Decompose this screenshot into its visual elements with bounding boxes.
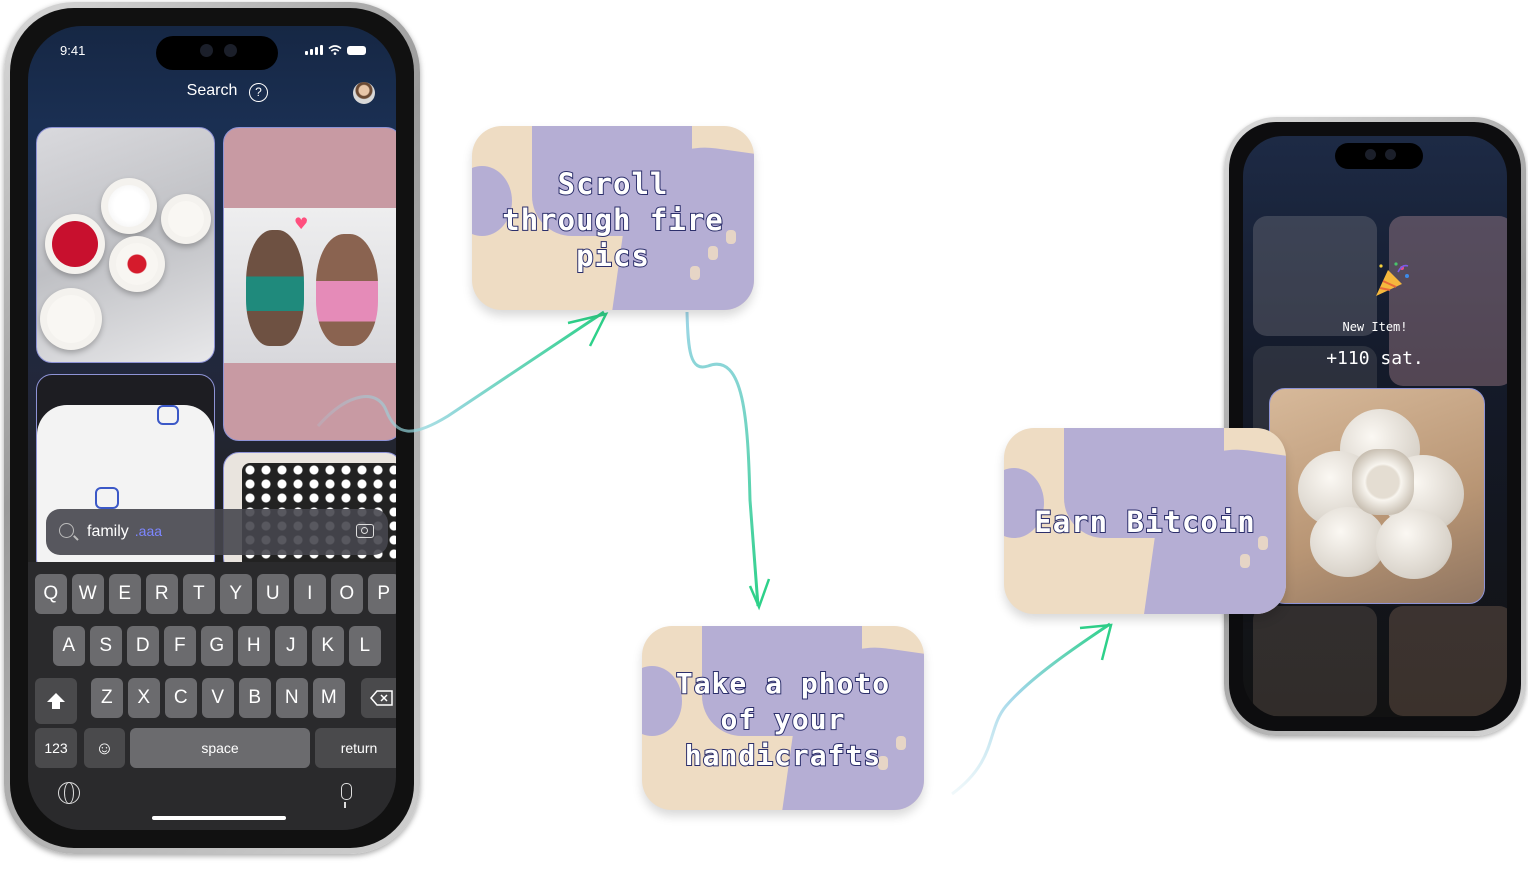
- key-j[interactable]: J: [275, 626, 307, 666]
- globe-icon[interactable]: [58, 782, 80, 804]
- key-z[interactable]: Z: [91, 678, 123, 718]
- return-key[interactable]: return: [315, 728, 396, 768]
- key-n[interactable]: N: [276, 678, 308, 718]
- key-t[interactable]: T: [183, 574, 215, 614]
- key-h[interactable]: H: [238, 626, 270, 666]
- phone-bezel: 9:41 Search ?: [10, 8, 414, 848]
- card-scroll-pics: Scroll through fire pics: [472, 126, 754, 310]
- party-popper-icon: [1376, 262, 1409, 296]
- key-g[interactable]: G: [201, 626, 233, 666]
- search-query: family: [87, 523, 129, 540]
- arrow-scroll-to-photo: [316, 310, 609, 433]
- photo-tile-bears[interactable]: ♥: [223, 127, 396, 441]
- status-time: 9:41: [60, 43, 86, 58]
- arrow-photo-to-earn: [685, 311, 771, 611]
- microphone-icon[interactable]: [341, 783, 352, 808]
- battery-icon: [347, 46, 366, 55]
- key-v[interactable]: V: [202, 678, 234, 718]
- key-u[interactable]: U: [257, 574, 289, 614]
- wifi-icon: [328, 45, 342, 55]
- reward-amount: +110 sat.: [1326, 348, 1424, 369]
- card-take-photo-label: Take a photo of your handicrafts: [675, 666, 891, 773]
- dynamic-island: [1335, 143, 1423, 169]
- key-o[interactable]: O: [331, 574, 363, 614]
- key-e[interactable]: E: [109, 574, 141, 614]
- phone-search-screen: 9:41 Search ?: [4, 2, 420, 854]
- backspace-icon: [370, 690, 393, 706]
- signal-icon: [305, 45, 323, 55]
- key-k[interactable]: K: [312, 626, 344, 666]
- arrow-take-photo-to-earn: [951, 622, 1113, 796]
- search-suffix: .aaa: [134, 523, 163, 539]
- key-m[interactable]: M: [313, 678, 345, 718]
- emoji-icon: ☺: [95, 737, 114, 758]
- key-r[interactable]: R: [146, 574, 178, 614]
- help-icon[interactable]: ?: [249, 83, 268, 102]
- key-d[interactable]: D: [127, 626, 159, 666]
- numbers-key[interactable]: 123: [35, 728, 77, 768]
- shift-key[interactable]: [35, 678, 77, 724]
- emoji-key[interactable]: ☺: [84, 728, 125, 768]
- key-b[interactable]: B: [239, 678, 271, 718]
- key-y[interactable]: Y: [220, 574, 252, 614]
- delete-key[interactable]: [361, 678, 396, 718]
- search-input[interactable]: family .aaa: [87, 523, 162, 541]
- shift-icon: [47, 693, 65, 709]
- key-l[interactable]: L: [349, 626, 381, 666]
- search-icon: [59, 523, 74, 538]
- key-a[interactable]: A: [53, 626, 85, 666]
- card-scroll-label: Scroll through fire pics: [501, 166, 724, 274]
- phone-screen: 9:41 Search ?: [28, 26, 396, 830]
- card-take-photo: Take a photo of your handicrafts: [642, 626, 924, 810]
- reward-title: New Item!: [1342, 320, 1408, 334]
- key-p[interactable]: P: [368, 574, 396, 614]
- key-x[interactable]: X: [128, 678, 160, 718]
- space-key[interactable]: space: [130, 728, 310, 768]
- search-bar[interactable]: family .aaa: [46, 509, 388, 555]
- new-item-photo: [1269, 388, 1485, 604]
- card-earn-label: Earn Bitcoin: [1033, 504, 1256, 540]
- key-c[interactable]: C: [165, 678, 197, 718]
- dynamic-island: [156, 36, 278, 70]
- key-i[interactable]: I: [294, 574, 326, 614]
- key-q[interactable]: Q: [35, 574, 67, 614]
- card-earn-bitcoin: Earn Bitcoin: [1004, 428, 1286, 614]
- page-title: Search: [186, 82, 238, 99]
- key-f[interactable]: F: [164, 626, 196, 666]
- photo-tile-cups[interactable]: [36, 127, 215, 363]
- avatar[interactable]: [353, 82, 375, 104]
- key-w[interactable]: W: [72, 574, 104, 614]
- key-s[interactable]: S: [90, 626, 122, 666]
- home-indicator: [152, 816, 286, 820]
- status-icons: [305, 45, 366, 55]
- camera-icon[interactable]: [356, 524, 374, 538]
